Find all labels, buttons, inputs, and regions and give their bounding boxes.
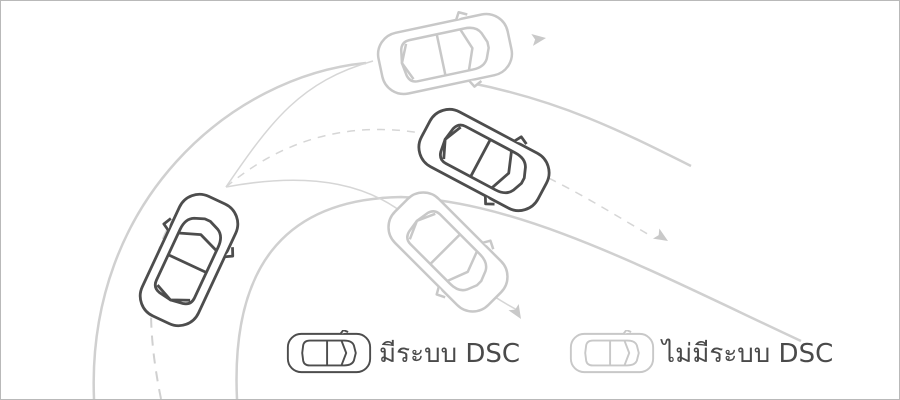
arrow-icon bbox=[531, 32, 547, 46]
road-edges bbox=[92, 61, 802, 399]
road-outer-edge bbox=[92, 61, 367, 399]
road-upper-edge bbox=[470, 81, 692, 168]
legend-with-dsc-label: มีระบบ DSC bbox=[379, 338, 521, 369]
legend-without-dsc: ไม่มีระบบ DSC bbox=[568, 328, 833, 378]
arrow-icon bbox=[652, 228, 672, 247]
car-top-view-icon bbox=[569, 330, 655, 374]
path-without-dsc-understeer bbox=[225, 60, 374, 188]
car-with-dsc-start bbox=[125, 182, 253, 338]
legend-with-dsc: มีระบบ DSC bbox=[285, 328, 520, 378]
car-top-view-icon bbox=[286, 330, 372, 374]
road-inner-edge bbox=[235, 195, 802, 399]
legend-without-dsc-label: ไม่มีระบบ DSC bbox=[662, 338, 834, 369]
